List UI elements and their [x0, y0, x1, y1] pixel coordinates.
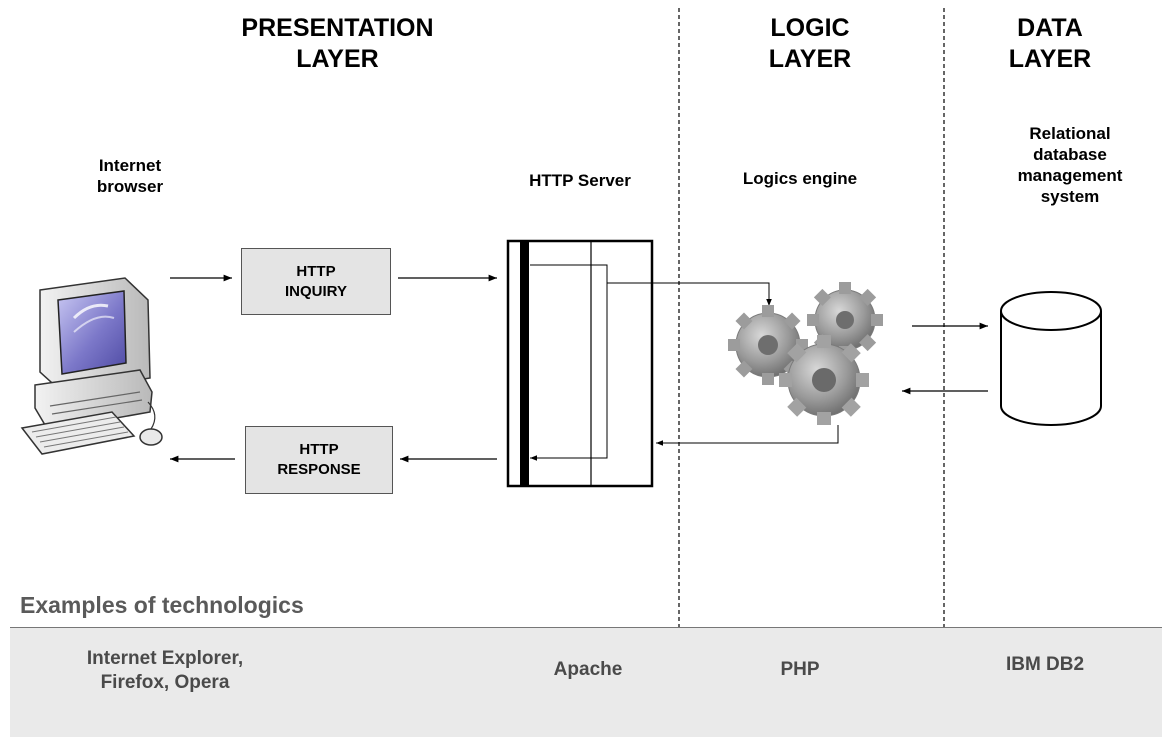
- http-server-label: HTTP Server: [529, 171, 631, 190]
- logic-layer-title: LOGIC LAYER: [768, 14, 852, 73]
- logic-to-server-route: [656, 425, 839, 446]
- rdbms-label: Relational database management system: [1017, 124, 1123, 206]
- tech-logic: PHP: [780, 659, 820, 680]
- http-inquiry-box: HTTP INQUIRY: [241, 248, 391, 315]
- server-internal-return: [530, 283, 608, 461]
- browser-label: Internet browser: [96, 156, 164, 196]
- http-response-box: HTTP RESPONSE: [245, 426, 393, 494]
- tech-database: IBM DB2: [1005, 654, 1085, 675]
- tech-browsers: Internet Explorer, Firefox, Opera: [86, 648, 244, 693]
- logics-engine-label: Logics engine: [742, 169, 858, 188]
- gears-icon: [728, 282, 883, 425]
- desktop-computer-icon: [20, 277, 163, 455]
- technology-examples-band: [10, 627, 1162, 737]
- database-cylinder-icon: [1000, 291, 1102, 426]
- examples-title: Examples of technologics: [20, 592, 304, 618]
- data-layer-title: DATA LAYER: [1008, 14, 1092, 73]
- http-server-icon: [506, 239, 654, 488]
- tech-server: Apache: [553, 659, 623, 680]
- presentation-layer-title: PRESENTATION LAYER: [241, 14, 434, 73]
